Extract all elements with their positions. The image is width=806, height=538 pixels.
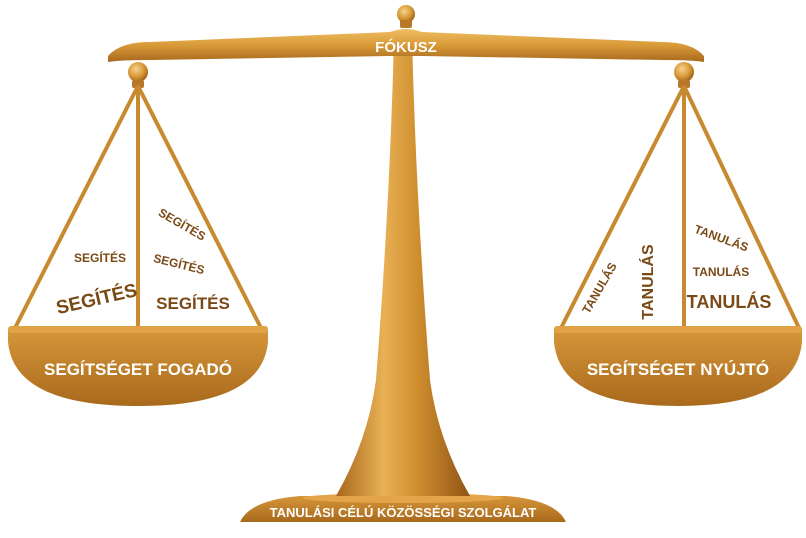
left-word: SEGÍTÉS — [152, 250, 206, 277]
right-word: TANULÁS — [693, 264, 749, 279]
left-word: SEGÍTÉS — [156, 294, 230, 313]
left-word: SEGÍTÉS — [54, 279, 139, 319]
left-pan-label: SEGÍTSÉGET FOGADÓ — [44, 360, 232, 379]
central-pole — [336, 38, 470, 496]
right-word: TANULÁS — [638, 244, 657, 320]
left-pivot-knob — [128, 62, 148, 82]
base: TANULÁSI CÉLÚ KÖZÖSSÉGI SZOLGÁLAT — [240, 493, 566, 522]
right-pivot-knob — [674, 62, 694, 82]
top-finial — [397, 5, 415, 28]
right-word: TANULÁS — [687, 291, 772, 312]
right-chain-left — [560, 86, 684, 330]
right-pan-label: SEGÍTSÉGET NYÚJTÓ — [587, 360, 769, 379]
left-word: SEGÍTÉS — [74, 250, 126, 265]
right-word: TANULÁS — [692, 221, 750, 254]
beam-label: FÓKUSZ — [375, 38, 437, 56]
left-pan: SEGÍTSÉGET FOGADÓ — [8, 326, 268, 406]
right-pan: SEGÍTSÉGET NYÚJTÓ — [554, 326, 802, 406]
base-label: TANULÁSI CÉLÚ KÖZÖSSÉGI SZOLGÁLAT — [270, 505, 537, 520]
left-hanger — [14, 62, 262, 330]
left-pan-words: SEGÍTÉS SEGÍTÉS SEGÍTÉS SEGÍTÉS SEGÍTÉS — [54, 205, 230, 320]
right-word: TANULÁS — [578, 260, 619, 316]
